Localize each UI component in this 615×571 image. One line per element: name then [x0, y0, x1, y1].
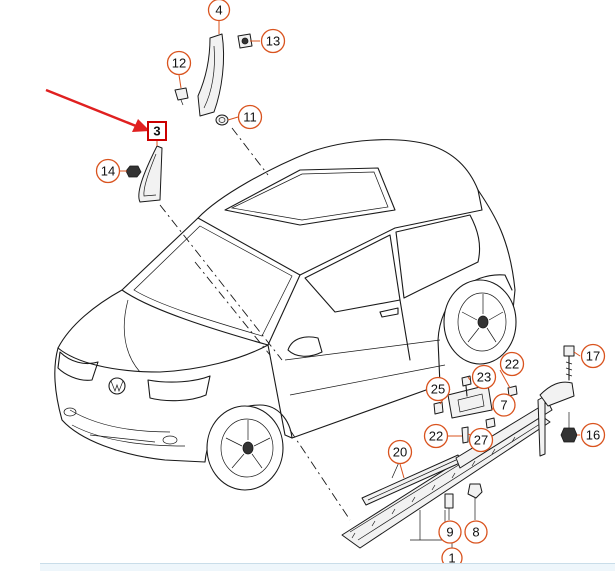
part-9-clip — [444, 493, 454, 520]
part-12-clip — [174, 87, 189, 106]
svg-text:4: 4 — [215, 3, 222, 18]
callout-17: 17 — [580, 343, 606, 369]
svg-text:14: 14 — [101, 164, 115, 179]
callout-11: 11 — [237, 104, 263, 130]
svg-text:9: 9 — [446, 525, 453, 540]
part-14-nut — [125, 165, 142, 178]
svg-text:12: 12 — [172, 56, 186, 71]
svg-text:3: 3 — [153, 124, 160, 139]
callout-22-top: 22 — [499, 351, 525, 377]
part-8-nut — [467, 483, 483, 520]
callout-13: 13 — [260, 28, 286, 54]
svg-text:1: 1 — [448, 551, 455, 566]
sill-bracket-assembly — [433, 375, 575, 469]
svg-text:17: 17 — [586, 349, 600, 364]
svg-text:25: 25 — [431, 382, 445, 397]
svg-text:20: 20 — [393, 445, 407, 460]
svg-text:22: 22 — [429, 429, 443, 444]
callout-25: 25 — [425, 376, 451, 402]
rear-wheel — [443, 279, 517, 365]
callout-16: 16 — [580, 422, 606, 448]
car-illustration — [54, 139, 516, 463]
pointer-arrow — [45, 88, 150, 132]
callout-23: 23 — [471, 364, 497, 390]
part-4-pillar-trim — [197, 33, 253, 117]
svg-text:8: 8 — [472, 525, 479, 540]
callout-27: 27 — [468, 427, 494, 453]
callout-12: 12 — [166, 50, 192, 76]
part-17-screw — [563, 345, 575, 381]
svg-text:27: 27 — [474, 433, 488, 448]
part-3-triangle-trim — [138, 145, 163, 203]
svg-text:16: 16 — [586, 428, 600, 443]
part-16-nut — [560, 412, 578, 443]
callout-4: 4 — [207, 0, 231, 22]
callout-20: 20 — [387, 439, 413, 465]
svg-text:11: 11 — [243, 110, 257, 125]
svg-text:13: 13 — [266, 34, 280, 49]
callout-3-highlighted: 3 — [147, 121, 167, 141]
callout-8: 8 — [464, 520, 488, 544]
bottom-scroll-bar — [40, 563, 615, 571]
callout-leaders — [120, 21, 581, 479]
svg-text:22: 22 — [505, 357, 519, 372]
callout-22-bottom: 22 — [423, 423, 449, 449]
callout-14: 14 — [95, 158, 121, 184]
svg-text:7: 7 — [500, 398, 507, 413]
locator-lines — [159, 127, 351, 521]
callout-7: 7 — [492, 393, 516, 417]
front-wheel — [206, 405, 284, 491]
svg-text:23: 23 — [477, 370, 491, 385]
callout-9: 9 — [438, 520, 462, 544]
part-11-clip — [215, 114, 229, 126]
